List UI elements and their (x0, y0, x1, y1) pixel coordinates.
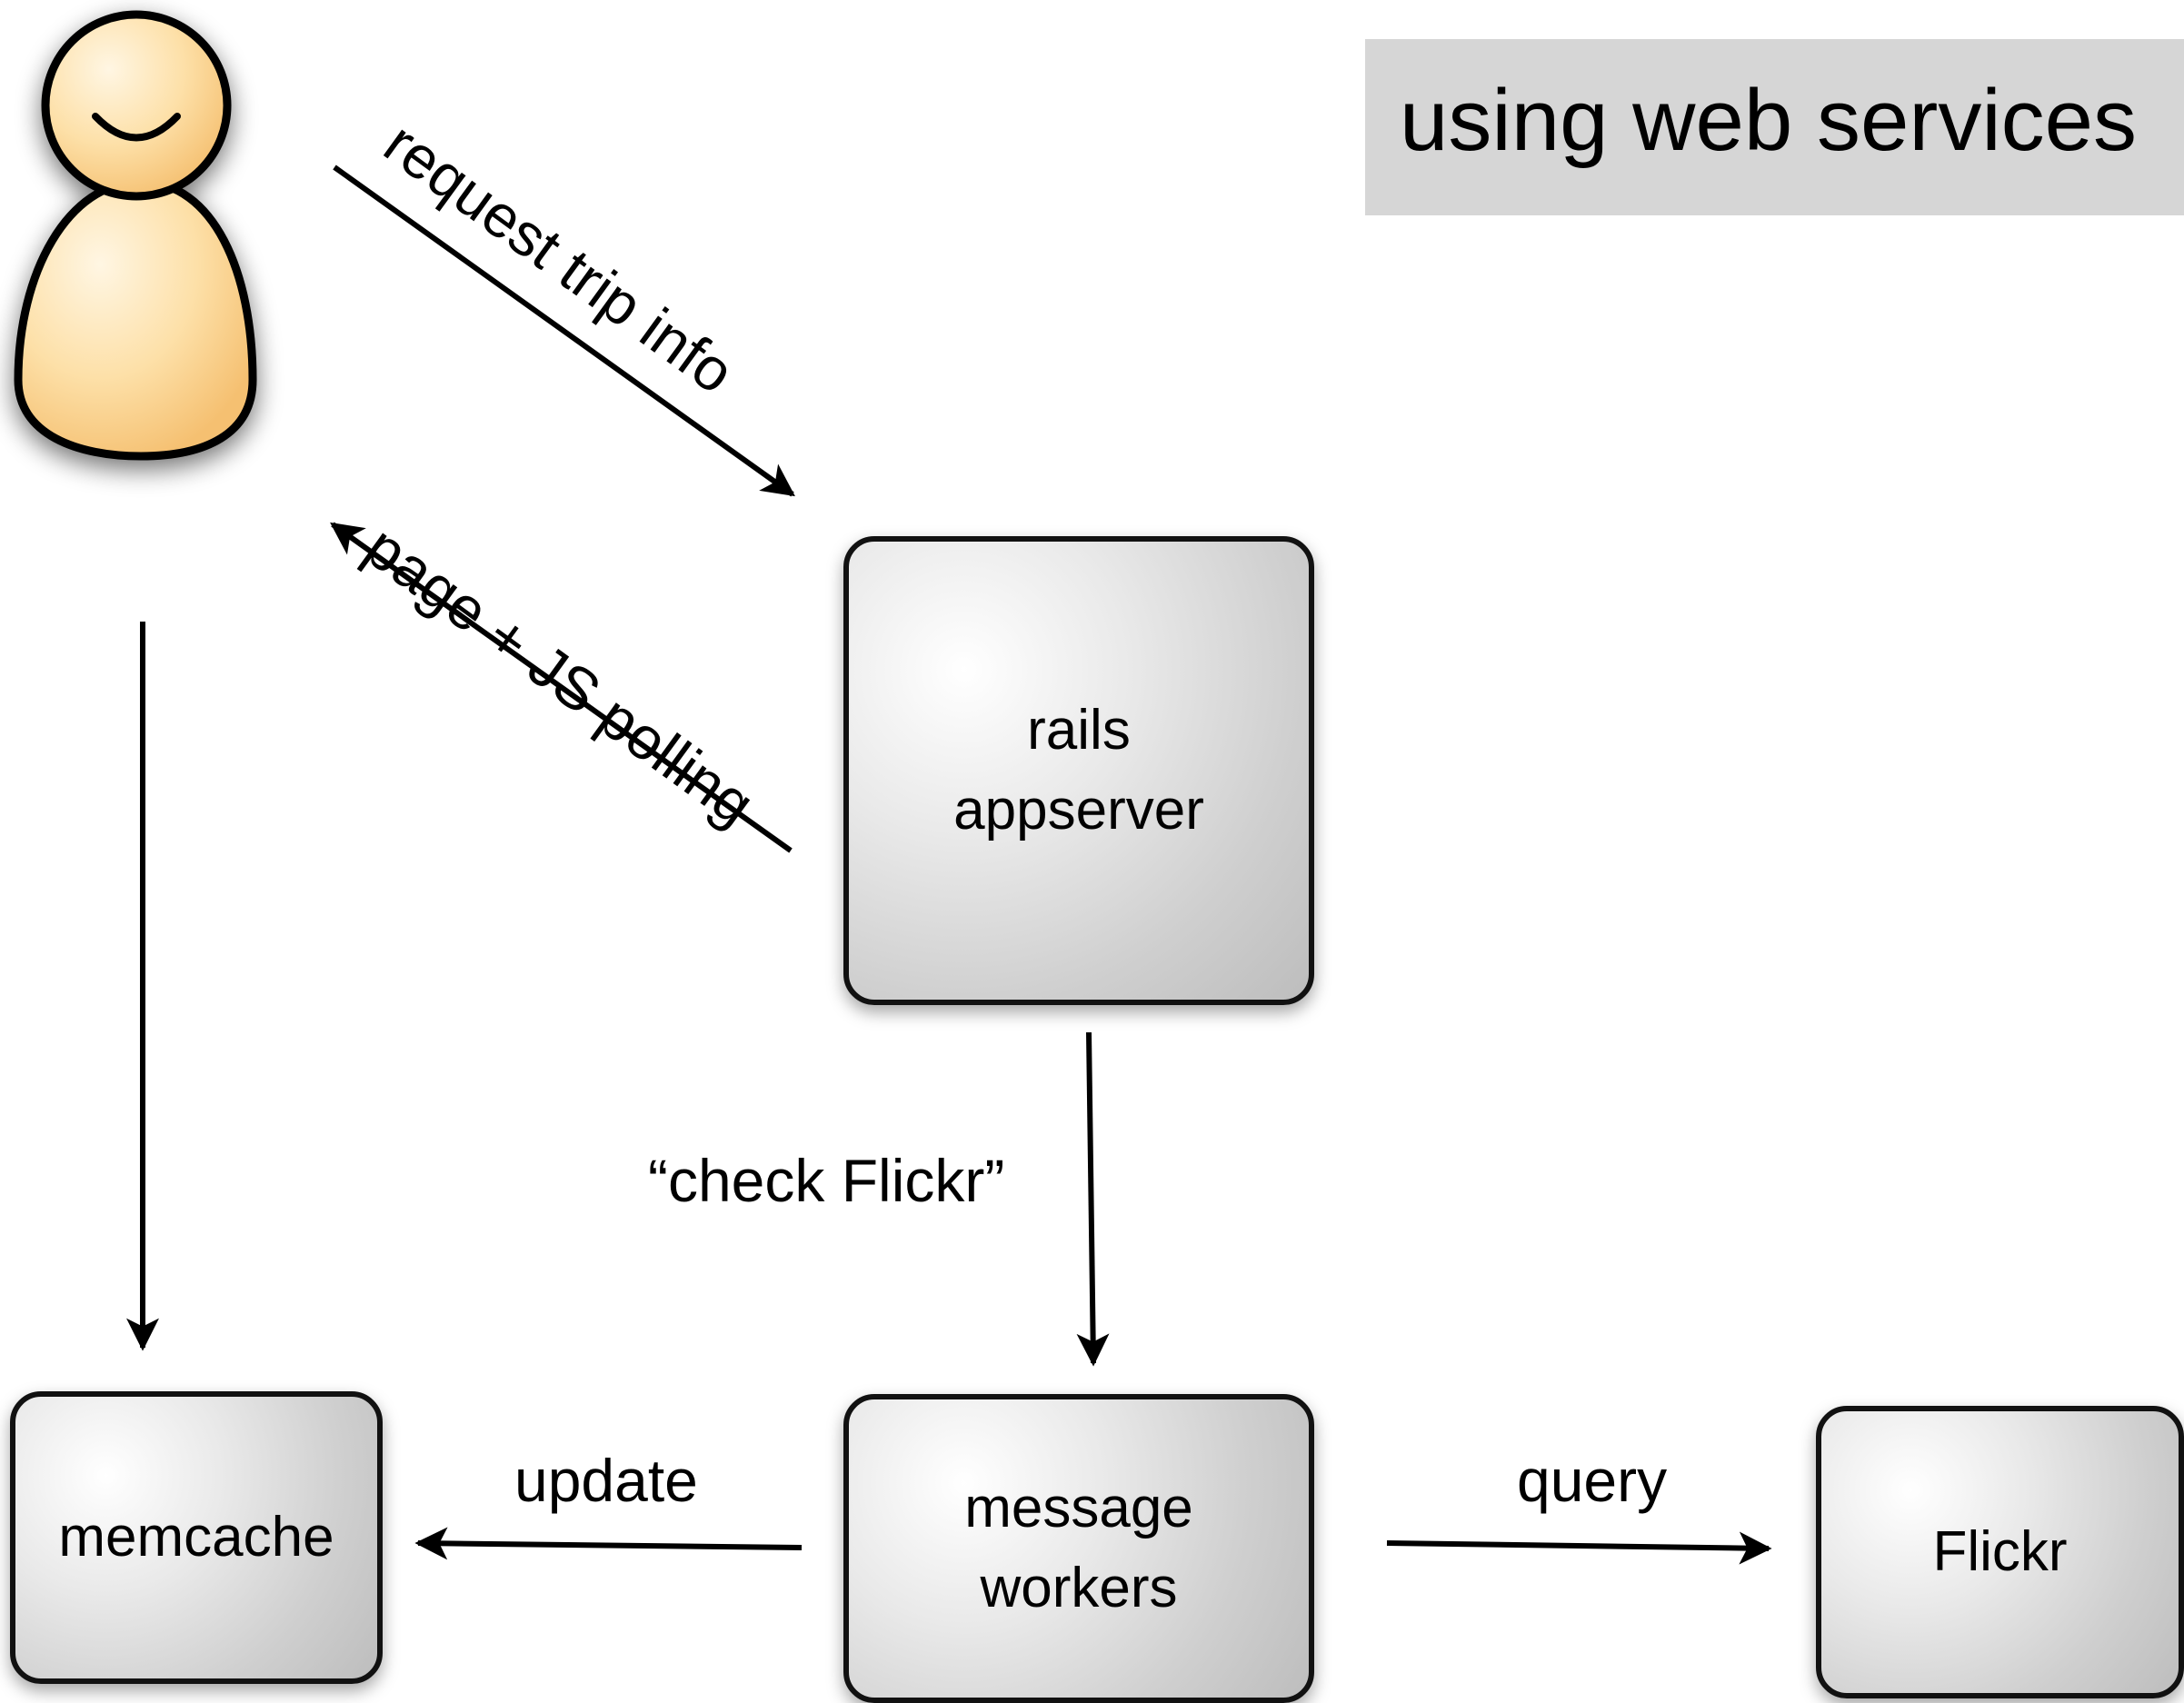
label-query: query (1517, 1447, 1668, 1514)
arrow-check-flickr (1076, 1031, 1110, 1367)
user-smile (92, 113, 181, 142)
node-rails-appserver: rails appserver (843, 536, 1314, 1005)
label-update: update (514, 1447, 698, 1514)
node-memcache: memcache (10, 1391, 383, 1684)
node-rails-appserver-label: rails appserver (953, 699, 1204, 842)
title-banner: using web services (1365, 39, 2184, 215)
node-message-workers: message workers (843, 1394, 1314, 1703)
label-check-flickr: “check Flickr” (648, 1147, 1005, 1214)
node-flickr-label: Flickr (1932, 1520, 2068, 1583)
user-body (14, 177, 257, 461)
page-title: using web services (1400, 72, 2138, 169)
arrow-query (1386, 1531, 1772, 1565)
node-message-workers-label: message workers (964, 1477, 1193, 1619)
user-icon (14, 10, 257, 461)
node-flickr: Flickr (1816, 1406, 2184, 1698)
user-head (41, 10, 232, 201)
arrow-request-trip-info (333, 164, 795, 497)
node-memcache-label: memcache (58, 1506, 334, 1569)
arrow-update (414, 1527, 803, 1560)
arrow-page-js-polling (330, 522, 793, 853)
